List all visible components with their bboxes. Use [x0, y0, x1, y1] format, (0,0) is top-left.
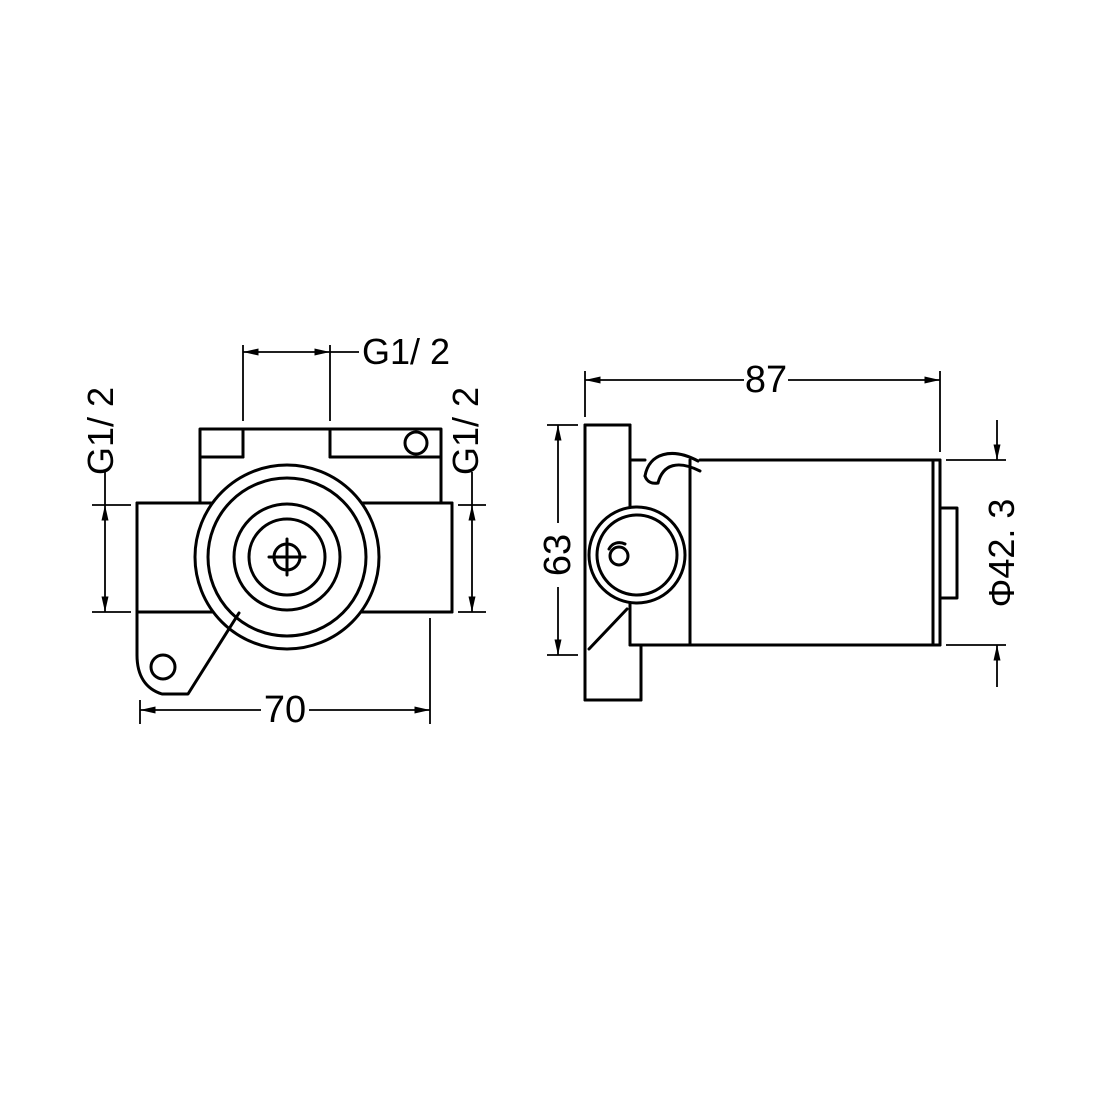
dimension-diameter: Φ42. 3 [946, 420, 1022, 687]
port-circle-inner [595, 513, 679, 597]
spout-outer-curve [643, 452, 700, 478]
dim-top-port-label: G1/ 2 [362, 331, 450, 372]
mounting-hole-bottom-left [149, 653, 177, 681]
boss-circle-outer [193, 463, 381, 651]
boss-circle-3 [232, 502, 342, 612]
dim-width-label: 70 [264, 689, 306, 731]
front-view-body-outline [135, 427, 454, 696]
boss-circle-2 [206, 476, 368, 638]
mounting-hole-top-right [403, 430, 429, 456]
front-view-boss [193, 463, 381, 651]
spout-tip-arc [643, 474, 660, 485]
port-detail-arc [607, 541, 627, 551]
side-view-port [587, 505, 687, 605]
side-view: 87 63 Φ42. 3 [537, 359, 1022, 702]
dimension-top-port: G1/ 2 [242, 331, 450, 421]
dim-height-label: 63 [537, 534, 579, 576]
boss-circle-4 [247, 517, 327, 597]
plate-outline [198, 427, 443, 505]
port-circle-outer [587, 505, 687, 605]
dimension-left-port: G1/ 2 [80, 387, 131, 613]
bracket-diagonal-edge [587, 607, 629, 651]
dim-length-label: 87 [745, 359, 787, 401]
front-view: G1/ 2 G1/ 2 G1/ 2 70 [80, 331, 486, 731]
side-view-body-outline [583, 423, 959, 702]
end-cap-outline [938, 506, 959, 600]
dim-right-port-label: G1/ 2 [445, 387, 486, 475]
dimension-right-port: G1/ 2 [445, 387, 486, 613]
dimension-width: 70 [139, 618, 431, 731]
dim-diameter-label: Φ42. 3 [981, 499, 1022, 608]
dim-left-port-label: G1/ 2 [80, 387, 121, 475]
spout-inner-curve [656, 463, 702, 485]
dimension-length: 87 [584, 359, 941, 452]
dimension-height: 63 [537, 424, 579, 656]
mounting-ear-outline [135, 501, 241, 696]
port-detail-circle [608, 545, 630, 567]
